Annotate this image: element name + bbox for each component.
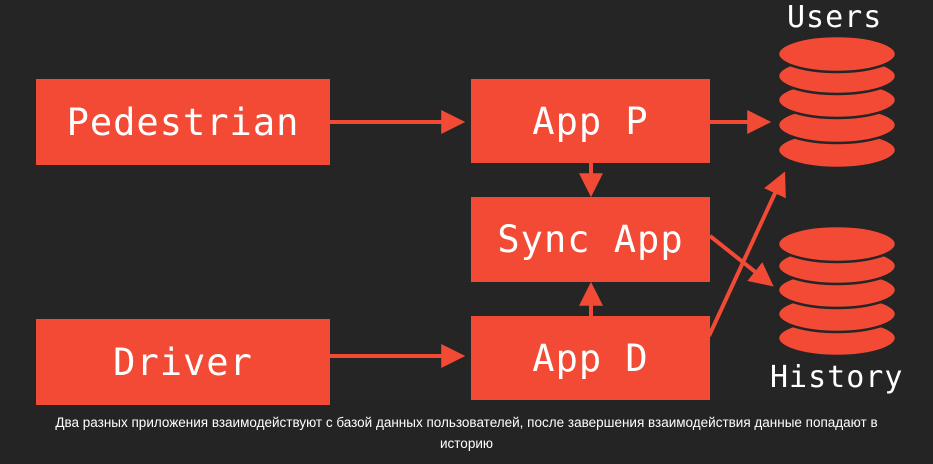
pedestrian-node: Pedestrian xyxy=(36,79,330,165)
history-db-disc xyxy=(776,224,898,264)
app-p-node: App P xyxy=(471,79,710,163)
history-database-icon xyxy=(776,224,898,358)
driver-node: Driver xyxy=(36,319,330,405)
app-p-label: App P xyxy=(532,99,649,143)
app-d-node: App D xyxy=(471,316,710,400)
architecture-diagram: Pedestrian Driver App P Sync App App D U… xyxy=(36,0,904,405)
diagram-canvas xyxy=(330,34,898,368)
app-d-label: App D xyxy=(532,336,649,380)
users-database-label: Users xyxy=(787,0,883,35)
arrow-sync-app-to-history xyxy=(708,234,774,287)
sync-app-node: Sync App xyxy=(471,197,710,282)
sync-app-label: Sync App xyxy=(497,218,684,261)
driver-label: Driver xyxy=(113,340,253,384)
users-db-disc xyxy=(776,34,898,74)
figure-caption: Два разных приложения взаимодействуют с … xyxy=(55,415,878,451)
arrow-app-d-to-users xyxy=(707,171,786,337)
users-database-icon xyxy=(776,34,898,170)
pedestrian-label: Pedestrian xyxy=(66,100,300,144)
history-database-label: History xyxy=(770,360,904,395)
